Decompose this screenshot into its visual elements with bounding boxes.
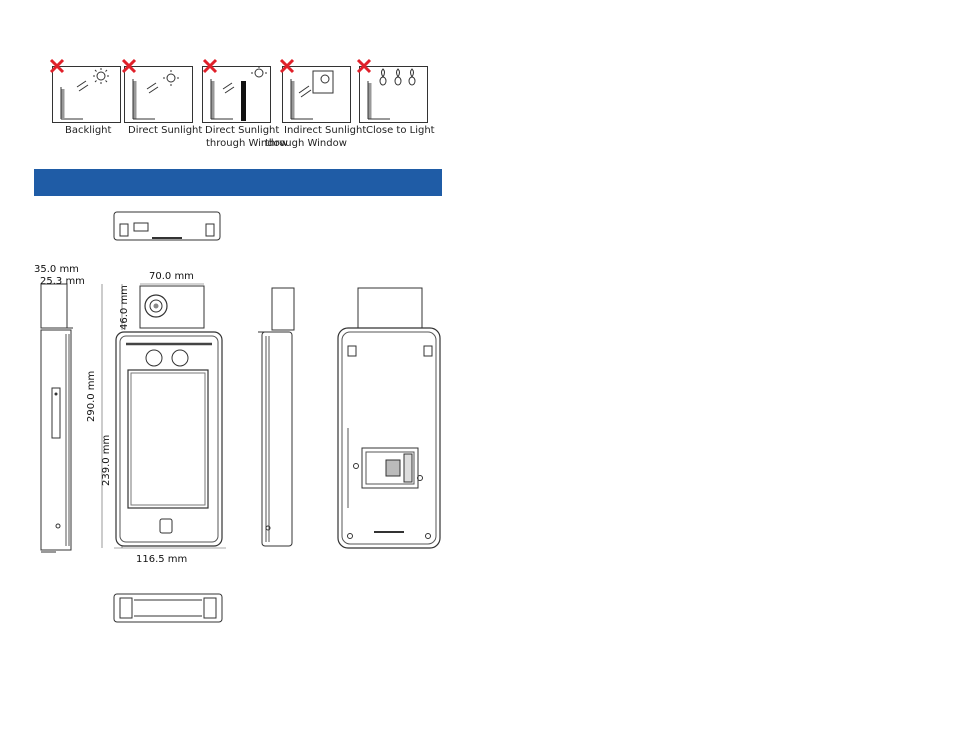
body-width-label: 116.5 mm <box>136 554 188 565</box>
total-height-label: 290.0 mm <box>86 370 97 422</box>
sunlight-through-window-scene-icon <box>202 66 271 123</box>
close-to-light-caption: Close to Light <box>366 125 435 136</box>
device-right-side-view <box>258 287 295 547</box>
direct-sunlight-caption: Direct Sunlight <box>128 125 203 136</box>
camera-width-label: 70.0 mm <box>149 271 194 282</box>
device-back-view <box>337 287 441 549</box>
section-header-bar <box>34 169 442 196</box>
close-to-light-illustration <box>367 68 416 120</box>
window-indirect-caption-line1: Indirect Sunlight <box>284 125 367 136</box>
not-allowed-icon <box>49 58 65 74</box>
window-indirect-illustration <box>290 70 334 120</box>
depth-total-label: 35.0 mm <box>34 264 79 275</box>
direct-sunlight-illustration <box>132 70 179 120</box>
not-allowed-icon <box>279 58 295 74</box>
indirect-sunlight-scene-icon <box>282 66 351 123</box>
body-height-label: 239.0 mm <box>101 434 112 486</box>
depth-body-label: 25.3 mm <box>40 276 85 287</box>
device-front-view <box>101 283 226 549</box>
not-allowed-icon <box>356 58 372 74</box>
not-allowed-icon <box>121 58 137 74</box>
direct-sunlight-scene-icon <box>124 66 193 123</box>
close-to-light-scene-icon <box>359 66 428 123</box>
device-bottom-view <box>113 593 223 623</box>
window-indirect-caption-line2: through Window <box>265 138 347 149</box>
backlight-caption: Backlight <box>65 125 112 136</box>
camera-height-label: 46.0 mm <box>119 285 130 330</box>
device-left-side-view <box>40 283 73 553</box>
window-direct-caption-line1: Direct Sunlight <box>205 125 280 136</box>
backlight-scene-icon <box>52 66 121 123</box>
backlight-illustration <box>60 68 109 120</box>
window-direct-caption-line2: through Window <box>206 138 288 149</box>
device-top-view <box>113 211 221 241</box>
not-allowed-icon <box>202 58 218 74</box>
window-direct-illustration <box>210 67 267 121</box>
